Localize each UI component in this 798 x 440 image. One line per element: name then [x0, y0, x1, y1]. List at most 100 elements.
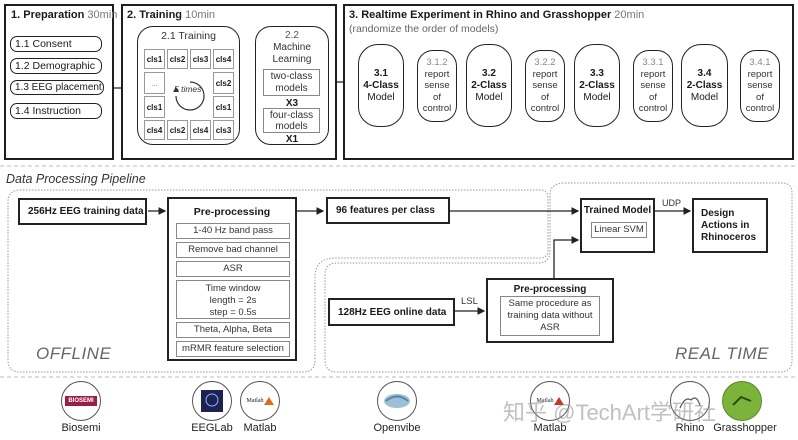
prep-step-label: 1.4 Instruction: [15, 105, 81, 117]
watermark: 知乎 @TechArt学研社: [503, 400, 717, 425]
training-title-text: 2. Training: [127, 9, 183, 21]
udp-label: UDP: [662, 198, 682, 208]
online-preproc-to-model-arrow: [553, 236, 580, 278]
preproc-step-bands: Theta, Alpha, Beta: [176, 322, 290, 338]
loop-arrow-icon: [173, 81, 205, 111]
tool-label-matlab-realtime: Matlab: [533, 422, 567, 434]
model-box-3-3: 3.3 2-Class Model: [574, 44, 620, 127]
rhino-icon: [679, 397, 701, 409]
lsl-label: LSL: [461, 296, 478, 307]
model-class: 2-Class: [471, 79, 507, 91]
online-preproc-line: training data without: [507, 310, 593, 321]
design-actions-line: Actions in: [701, 220, 750, 231]
preproc-step-remove-bad-channel: Remove bad channel: [176, 242, 290, 258]
pipeline-title: Data Processing Pipeline: [6, 172, 146, 186]
matlab-logo-text: Matlab: [246, 398, 264, 404]
grasshopper-icon: [732, 395, 752, 406]
model-label: Model: [367, 91, 395, 103]
training-session-title: 2.1 Training: [161, 30, 216, 42]
training-cell: cls1: [144, 49, 165, 69]
prep-step-instruction: 1.4 Instruction: [10, 103, 102, 119]
realtime-region: [324, 182, 793, 373]
report-line: sense: [424, 80, 450, 92]
training-cell: cls1: [213, 96, 234, 118]
model-box-3-1: 3.1 4-Class Model: [358, 44, 404, 127]
online-data-box: 128Hz EEG online data: [328, 298, 455, 326]
training-data-box: 256Hz EEG training data: [18, 198, 147, 225]
prep-step-demographic: 1.2 Demographic: [10, 58, 102, 74]
training-cell: cls4: [213, 49, 234, 69]
two-class-count: X3: [285, 98, 299, 109]
report-line: control: [422, 103, 452, 115]
preproc-step-asr: ASR: [176, 261, 290, 277]
preproc-step-bandpass: 1-40 Hz band pass: [176, 223, 290, 239]
report-line: of: [433, 91, 441, 103]
training-duration: 10min: [185, 9, 216, 21]
online-preproc-line: ASR: [540, 322, 560, 333]
report-line: of: [756, 91, 764, 103]
training-cell: cls1: [144, 96, 165, 118]
preparation-duration: 30min: [87, 9, 118, 21]
model-class: 2-Class: [579, 79, 615, 91]
preparation-title: 1. Preparation 30min: [11, 9, 117, 21]
report-line: report: [640, 68, 666, 80]
training-cell: cls3: [213, 120, 234, 140]
online-preproc-line: Same procedure as: [508, 298, 592, 309]
realtime-title-text: 3. Realtime Experiment in Rhino and Gras…: [349, 9, 612, 21]
two-class-models-box: two-class models: [263, 69, 320, 96]
prep-step-eeg-placement: 1.3 EEG placement: [10, 80, 104, 95]
prep-step-consent: 1.1 Consent: [10, 36, 102, 52]
prep-step-label: 1.2 Demographic: [15, 60, 95, 72]
features-label: 96 features per class: [336, 205, 435, 216]
online-preprocessing-title: Pre-processing: [513, 284, 587, 295]
training-cell: cls4: [190, 120, 211, 140]
report-line: control: [638, 103, 668, 115]
model-class: 2-Class: [686, 79, 723, 91]
report-box-3-4-1: 3.4.1 report sense of control: [740, 50, 780, 122]
training-data-label: 256Hz EEG training data: [28, 206, 144, 217]
report-line: control: [745, 103, 775, 115]
design-actions-box: Design Actions in Rhinoceros: [692, 198, 768, 253]
biosemi-logo-text: BIOSEMI: [65, 396, 97, 406]
report-line: sense: [747, 80, 773, 92]
eeglab-logo: [192, 381, 232, 421]
report-num: 3.1.2: [426, 57, 448, 69]
loop-label: 5 times: [174, 84, 202, 94]
time-window-title: Time window: [205, 283, 261, 294]
report-num: 3.2.2: [534, 57, 556, 69]
realtime-subtitle: (randomize the order of models): [349, 23, 499, 35]
training-cell: cls3: [190, 49, 211, 69]
four-class-models-box: four-class models: [263, 108, 320, 133]
features-box: 96 features per class: [326, 197, 450, 224]
ml-title-num: 2.2: [285, 30, 299, 41]
online-preprocessing-desc: Same procedure as training data without …: [500, 296, 600, 336]
report-line: control: [530, 103, 560, 115]
tool-label-grasshopper: Grasshopper: [713, 422, 777, 434]
design-actions-line: Rhinoceros: [701, 232, 757, 243]
tool-label-biosemi: Biosemi: [61, 422, 101, 434]
time-window-step: step = 0.5s: [209, 307, 257, 318]
tool-label-openvibe: Openvibe: [373, 422, 421, 434]
offline-label: OFFLINE: [36, 344, 112, 363]
report-line: of: [649, 91, 657, 103]
offline-preprocessing-title: Pre-processing: [193, 206, 271, 218]
report-line: of: [541, 91, 549, 103]
matlab-logo-offline: Matlab: [240, 381, 280, 421]
linear-svm-box: Linear SVM: [591, 222, 647, 238]
trained-model-title: Trained Model: [583, 205, 652, 216]
realtime-title: 3. Realtime Experiment in Rhino and Gras…: [349, 9, 644, 21]
prep-step-label: 1.1 Consent: [15, 38, 72, 50]
biosemi-logo: BIOSEMI: [61, 381, 101, 421]
tool-label-eeglab: EEGLab: [191, 422, 233, 434]
model-class: 4-Class: [363, 79, 399, 91]
online-data-label: 128Hz EEG online data: [338, 306, 447, 318]
online-preprocessing-box: Pre-processing: [486, 278, 614, 343]
four-class-count: X1: [285, 134, 299, 145]
report-num: 3.3.1: [642, 57, 664, 69]
matlab-logo-realtime: Matlab: [530, 381, 570, 421]
matlab-logo-text: Matlab: [536, 398, 554, 404]
model-box-3-2: 3.2 2-Class Model: [466, 44, 512, 127]
tool-label-matlab-offline: Matlab: [243, 422, 277, 434]
report-box-3-1-2: 3.1.2 report sense of control: [417, 50, 457, 122]
